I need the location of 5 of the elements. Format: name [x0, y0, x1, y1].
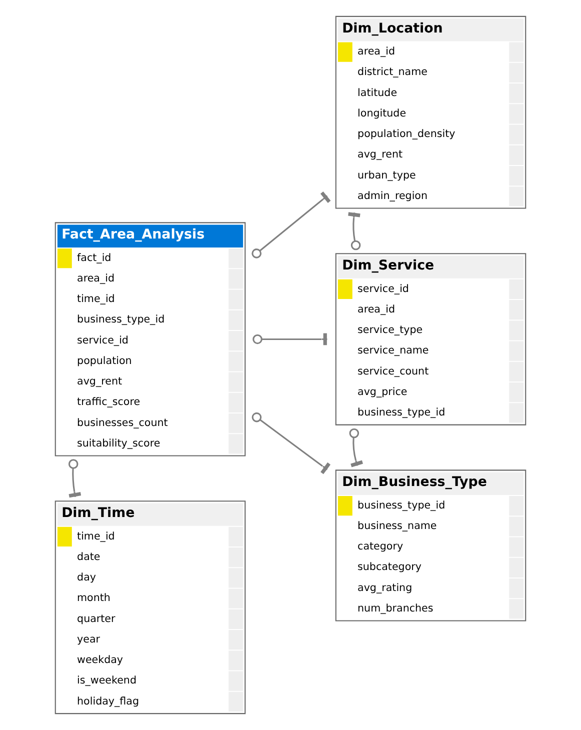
connector: [68, 459, 82, 498]
connector: [349, 428, 363, 468]
connector: [348, 212, 361, 250]
connector: [252, 412, 330, 474]
connector: [252, 191, 331, 258]
